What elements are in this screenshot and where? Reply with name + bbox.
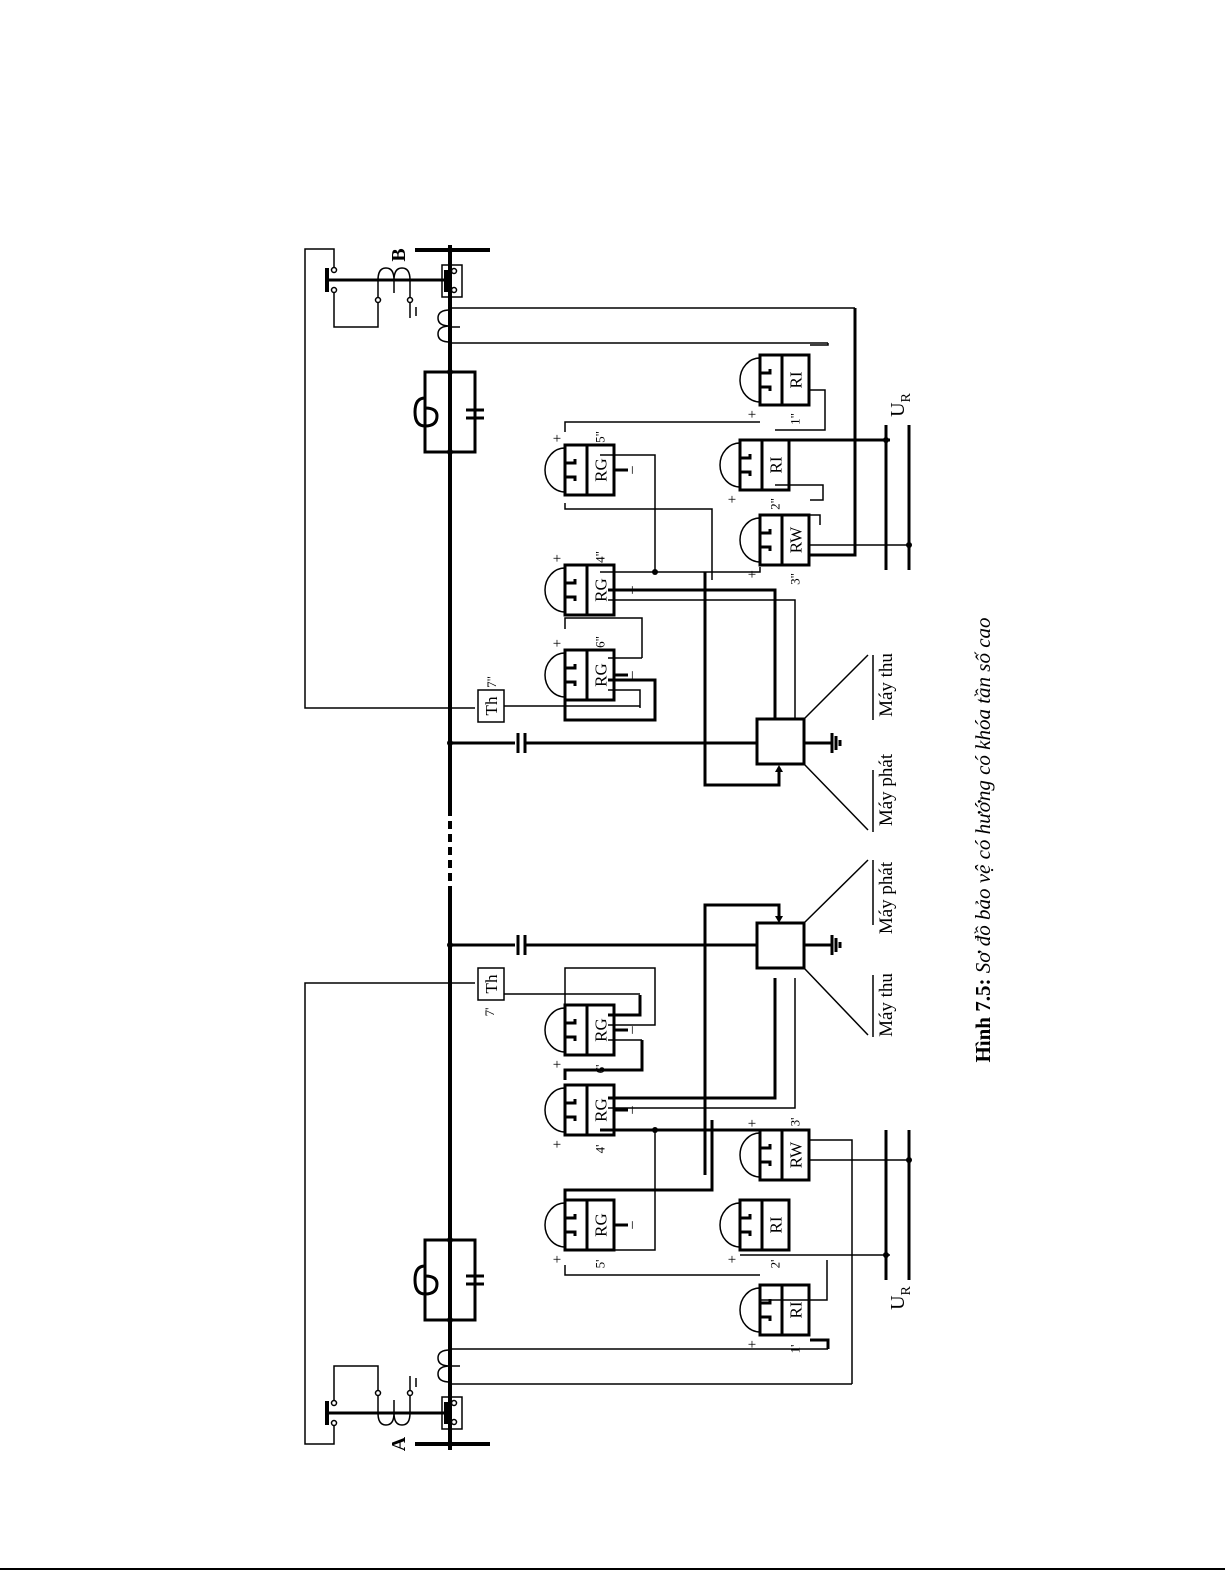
relay-number: 4" [593, 551, 608, 563]
relay-number: 3' [788, 1118, 803, 1127]
polarity-minus: – [624, 466, 640, 475]
receiver-upper-label: Máy thu [876, 653, 897, 717]
relay-id: RG [592, 458, 611, 482]
current-transformer-b [437, 307, 855, 344]
thyristor-upper: Th 7" [477, 676, 640, 723]
polarity-plus: + [748, 567, 756, 583]
polarity-plus: + [728, 492, 736, 508]
coupling-upper [447, 572, 874, 832]
polarity-plus: + [748, 1337, 756, 1353]
polarity-minus: – [624, 1106, 640, 1115]
relay-id: RG [592, 1213, 611, 1237]
relay-number: 6' [593, 1065, 608, 1074]
relay-id: RW [787, 1141, 806, 1168]
polarity-minus: – [624, 671, 640, 680]
relay-number: 1' [788, 1345, 803, 1354]
relay-id: RW [787, 526, 806, 553]
polarity-plus: + [748, 1116, 756, 1132]
polarity-plus: + [553, 1137, 561, 1153]
figure-caption: Hình 7.5: Sơ đồ bảo vệ có hướng có khóa … [971, 617, 995, 1062]
relay-id: RG [592, 1018, 611, 1042]
relay-number: 1" [788, 413, 803, 425]
wave-trap-b [413, 369, 484, 455]
thyristor-lower-id: Th [482, 974, 501, 993]
relay-number: 3" [788, 573, 803, 585]
polarity-plus: + [553, 1252, 561, 1268]
polarity-plus: + [553, 1057, 561, 1073]
relay-id: RI [787, 1301, 806, 1318]
relay-id: RI [767, 1216, 786, 1233]
svg-text:UR: UR [887, 1285, 914, 1309]
relay-upper-4: RG 4" + – [544, 551, 640, 617]
relays: RI1"+RI2"+RW3"+RG4"+–RG5"+–RG6"+–RI1'+RI… [544, 353, 811, 1354]
polarity-plus: + [553, 636, 561, 652]
relay-lower-3: RW 3' + [739, 1116, 811, 1182]
relay-id: RG [592, 1098, 611, 1122]
thyristor-lower-num: 7' [482, 1008, 497, 1017]
bus-b-label: B [388, 248, 410, 261]
relay-id: RI [767, 456, 786, 473]
bus-a: A [388, 1436, 490, 1451]
polarity-plus: + [553, 431, 561, 447]
relay-id: RI [787, 371, 806, 388]
relay-id: RG [592, 663, 611, 687]
receiver-lower-label: Máy thu [876, 973, 897, 1037]
wave-trap-a [413, 1237, 484, 1323]
caption-text: Sơ đồ bảo vệ có hướng có khóa tần số cao [971, 617, 995, 978]
bus-a-label: A [388, 1436, 410, 1451]
relay-upper-3: RW 3" + [739, 513, 811, 585]
relay-upper-1: RI 1" + [739, 353, 811, 425]
relay-upper-6: RG 6" + – [544, 636, 640, 702]
relay-lower-6: RG 6' + – [544, 1003, 640, 1074]
thyristor-upper-num: 7" [484, 676, 499, 688]
svg-text:UR: UR [887, 392, 914, 416]
breaker-b [304, 248, 475, 709]
voltage-label-upper: UR [887, 392, 914, 416]
relay-number: 5" [593, 431, 608, 443]
polarity-plus: + [553, 551, 561, 567]
relay-upper-2: RI 2" + [719, 438, 791, 510]
polarity-plus: + [748, 407, 756, 423]
relay-lower-1: RI 1' + [739, 1283, 811, 1354]
transmitter-upper-label: Máy phát [876, 753, 897, 826]
voltage-label-lower: UR [887, 1285, 914, 1309]
relay-id: RG [592, 578, 611, 602]
upper-relay-wiring [563, 308, 912, 722]
relay-number: 6" [593, 636, 608, 648]
transmitter-lower-label: Máy phát [876, 861, 897, 934]
thyristor-upper-id: Th [482, 696, 501, 715]
hf-transceiver-upper [755, 717, 806, 766]
relay-lower-2: RI 2' + [719, 1198, 791, 1269]
page-bottom-rule [0, 1568, 1225, 1570]
thyristor-lower: Th 7' [477, 967, 640, 1017]
relay-number: 2' [768, 1260, 783, 1269]
hf-transceiver-lower [755, 921, 806, 970]
coupling-lower [447, 859, 874, 1175]
relay-number: 2" [768, 498, 783, 510]
polarity-minus: – [624, 1221, 640, 1230]
relay-lower-5: RG 5' + – [544, 1198, 640, 1269]
bus-b: B [388, 247, 490, 262]
relay-number: 4' [593, 1145, 608, 1154]
polarity-minus: – [624, 586, 640, 595]
relay-number: 5' [593, 1260, 608, 1269]
caption-prefix: Hình 7.5: [971, 979, 995, 1063]
relay-lower-4: RG 4' + – [544, 1083, 640, 1154]
current-transformer-a [437, 1348, 852, 1385]
polarity-minus: – [624, 1026, 640, 1035]
polarity-plus: + [728, 1252, 736, 1268]
lower-relay-wiring [563, 967, 912, 1384]
relay-upper-5: RG 5" + – [544, 431, 640, 497]
breaker-a [304, 982, 475, 1445]
svg-text:Hình 7.5: Sơ đồ bảo vệ có hướn: Hình 7.5: Sơ đồ bảo vệ có hướng có khóa … [971, 617, 995, 1062]
